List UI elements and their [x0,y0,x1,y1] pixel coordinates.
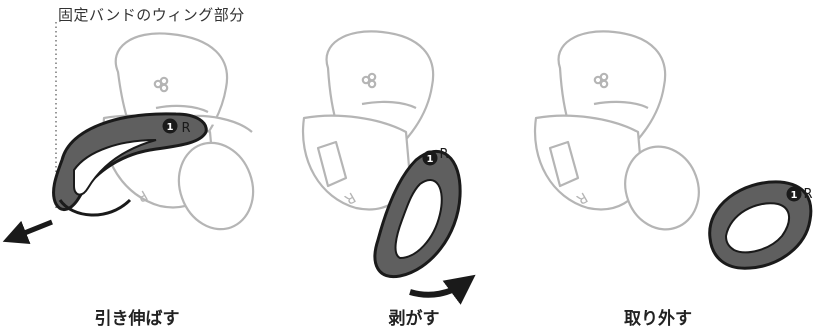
ear-tip [177,141,255,231]
earbud-3 [533,30,700,231]
step-remove-label: 取り外す [624,309,692,329]
panel-3-remove: R 1 R [533,30,813,270]
band-3-number: 1 [791,190,798,201]
band-1-side: R [181,121,190,136]
peel-arrow [409,274,476,305]
panel-2-peel: R 1 R [301,30,476,305]
band-stretched: 1 R [52,112,208,217]
band-removed: 1 R [708,180,813,270]
band-3-side: R [803,187,812,202]
earbud-2 [301,30,435,211]
band-1-number: 1 [167,122,174,133]
step-peel-label: 剥がす [388,309,440,329]
stretch-arrow [2,219,53,245]
ear-tip-3 [624,145,700,231]
band-2-side: R [439,147,448,162]
step-stretch-label: 引き伸ばす [94,309,180,329]
panel-1-stretch: R 1 R [2,32,255,245]
band-peeling: 1 R [373,147,462,279]
band-2-number: 1 [427,154,434,165]
wing-callout-label: 固定バンドのウィング部分 [58,6,245,24]
